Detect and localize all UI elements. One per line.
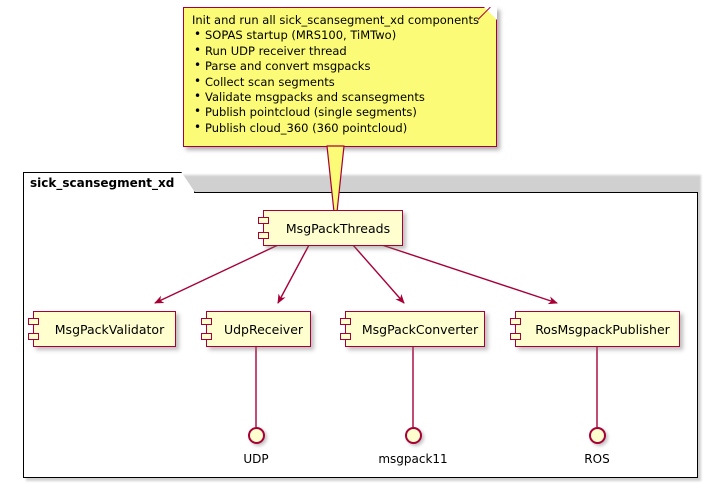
component-label: RosMsgpackPublisher — [535, 321, 670, 337]
note-item: Run UDP receiver thread — [192, 43, 488, 59]
interface-circle-udp[interactable] — [248, 427, 265, 444]
component-udpreceiver[interactable]: UdpReceiver — [201, 311, 311, 347]
component-port-icon — [28, 333, 39, 340]
note-body: Init and run all sick_scansegment_xd com… — [184, 8, 496, 136]
component-label: MsgPackValidator — [54, 321, 165, 337]
component-port-icon — [340, 333, 351, 340]
note-item: Parse and convert msgpacks — [192, 58, 488, 74]
package-title-tab: sick_scansegment_xd — [23, 172, 195, 193]
note-box: Init and run all sick_scansegment_xd com… — [183, 7, 497, 147]
interface-label-udp: UDP — [243, 452, 269, 466]
note-bullet-list: SOPAS startup (MRS100, TiMTwo) Run UDP r… — [192, 27, 488, 136]
component-label: MsgPackThreads — [285, 220, 391, 236]
note-item: Publish cloud_360 (360 pointcloud) — [192, 120, 488, 136]
interface-circle-ros[interactable] — [589, 427, 606, 444]
component-msgpackthreads[interactable]: MsgPackThreads — [258, 210, 403, 246]
component-msgpackconverter[interactable]: MsgPackConverter — [340, 311, 485, 347]
component-port-icon — [201, 318, 212, 325]
component-label: UdpReceiver — [223, 321, 304, 337]
interface-label-msgpack11: msgpack11 — [378, 452, 448, 466]
component-port-icon — [28, 318, 39, 325]
component-port-icon — [340, 318, 351, 325]
component-port-icon — [510, 333, 521, 340]
note-item: Validate msgpacks and scansegments — [192, 89, 488, 105]
component-rosmsgpackpublisher[interactable]: RosMsgpackPublisher — [510, 311, 680, 347]
component-port-icon — [201, 333, 212, 340]
note-title: Init and run all sick_scansegment_xd com… — [192, 13, 479, 27]
package-title: sick_scansegment_xd — [30, 176, 175, 190]
note-item: Collect scan segments — [192, 74, 488, 90]
component-msgpackvalidator[interactable]: MsgPackValidator — [28, 311, 176, 347]
interface-circle-msgpack11[interactable] — [405, 427, 422, 444]
note-item: SOPAS startup (MRS100, TiMTwo) — [192, 27, 488, 43]
component-label: MsgPackConverter — [361, 321, 479, 337]
interface-label-ros: ROS — [584, 452, 610, 466]
component-port-icon — [258, 232, 269, 239]
component-port-icon — [510, 318, 521, 325]
note-item: Publish pointcloud (single segments) — [192, 104, 488, 120]
component-port-icon — [258, 217, 269, 224]
